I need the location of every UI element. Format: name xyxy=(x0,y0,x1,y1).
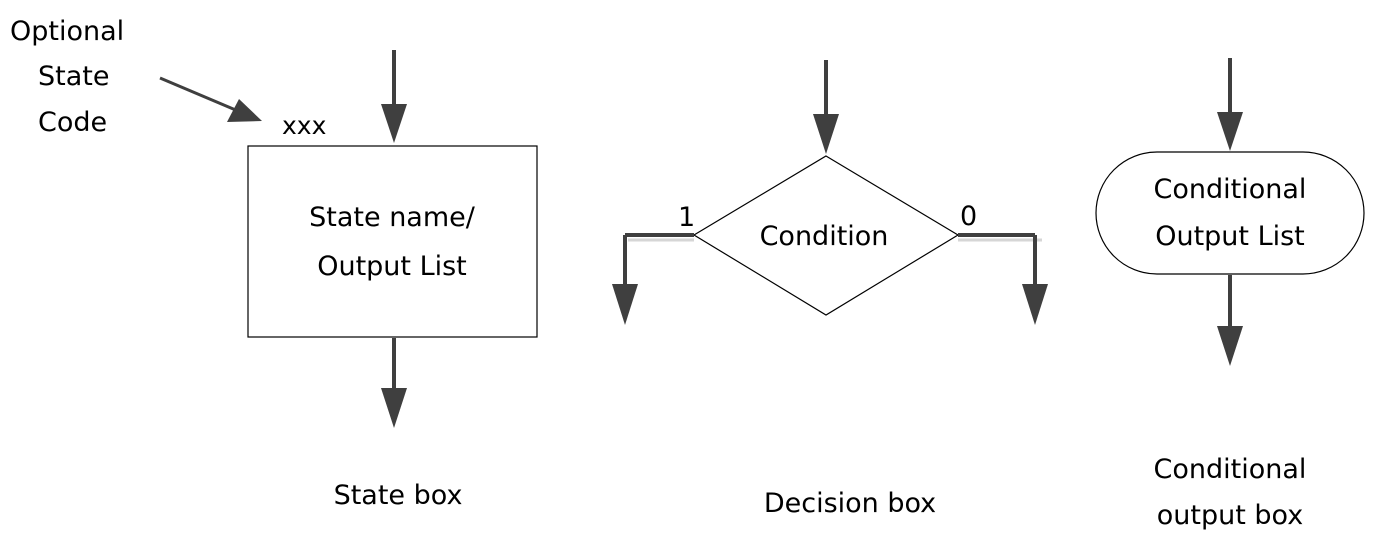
annotation-pointer-arrowhead xyxy=(227,99,262,122)
annotation-pointer-line xyxy=(159,76,239,113)
conditional-output-box xyxy=(1095,151,1365,275)
annotation-line-3: Code xyxy=(38,107,107,138)
state-box-text-line-2: Output List xyxy=(317,251,467,282)
decision-true-label: 1 xyxy=(678,202,695,233)
decision-box-caption: Decision box xyxy=(764,488,936,519)
state-box-element: State name/ Output List State box xyxy=(247,50,538,511)
decision-true-arrowhead xyxy=(612,284,638,325)
decision-diamond xyxy=(692,155,960,316)
conditional-output-box-element: Conditional Output List Conditional outp… xyxy=(1095,58,1365,531)
conditional-output-exit-arrowhead xyxy=(1217,326,1243,366)
state-box-caption: State box xyxy=(334,480,463,511)
decision-box-element: Condition 1 0 Decision box xyxy=(612,60,1048,519)
conditional-output-entry-arrowhead xyxy=(1217,112,1243,151)
conditional-output-caption-line-1: Conditional xyxy=(1154,454,1307,485)
conditional-output-text-line-2: Output List xyxy=(1155,221,1305,252)
state-box-exit-arrowhead xyxy=(381,388,407,428)
decision-false-arrowhead xyxy=(1022,284,1048,325)
state-box xyxy=(247,145,538,338)
optional-state-code-annotation: Optional State Code xxx xyxy=(10,16,326,140)
state-box-text-line-1: State name/ xyxy=(309,202,476,233)
conditional-output-text-line-1: Conditional xyxy=(1154,174,1307,205)
decision-false-label: 0 xyxy=(960,201,977,232)
annotation-line-2: State xyxy=(38,61,109,92)
decision-box-entry-arrowhead xyxy=(813,114,839,154)
annotation-line-1: Optional xyxy=(10,16,124,47)
decision-condition-text: Condition xyxy=(760,221,889,252)
conditional-output-caption-line-2: output box xyxy=(1157,500,1303,531)
state-code-label: xxx xyxy=(282,111,326,140)
state-box-entry-arrowhead xyxy=(381,104,407,143)
